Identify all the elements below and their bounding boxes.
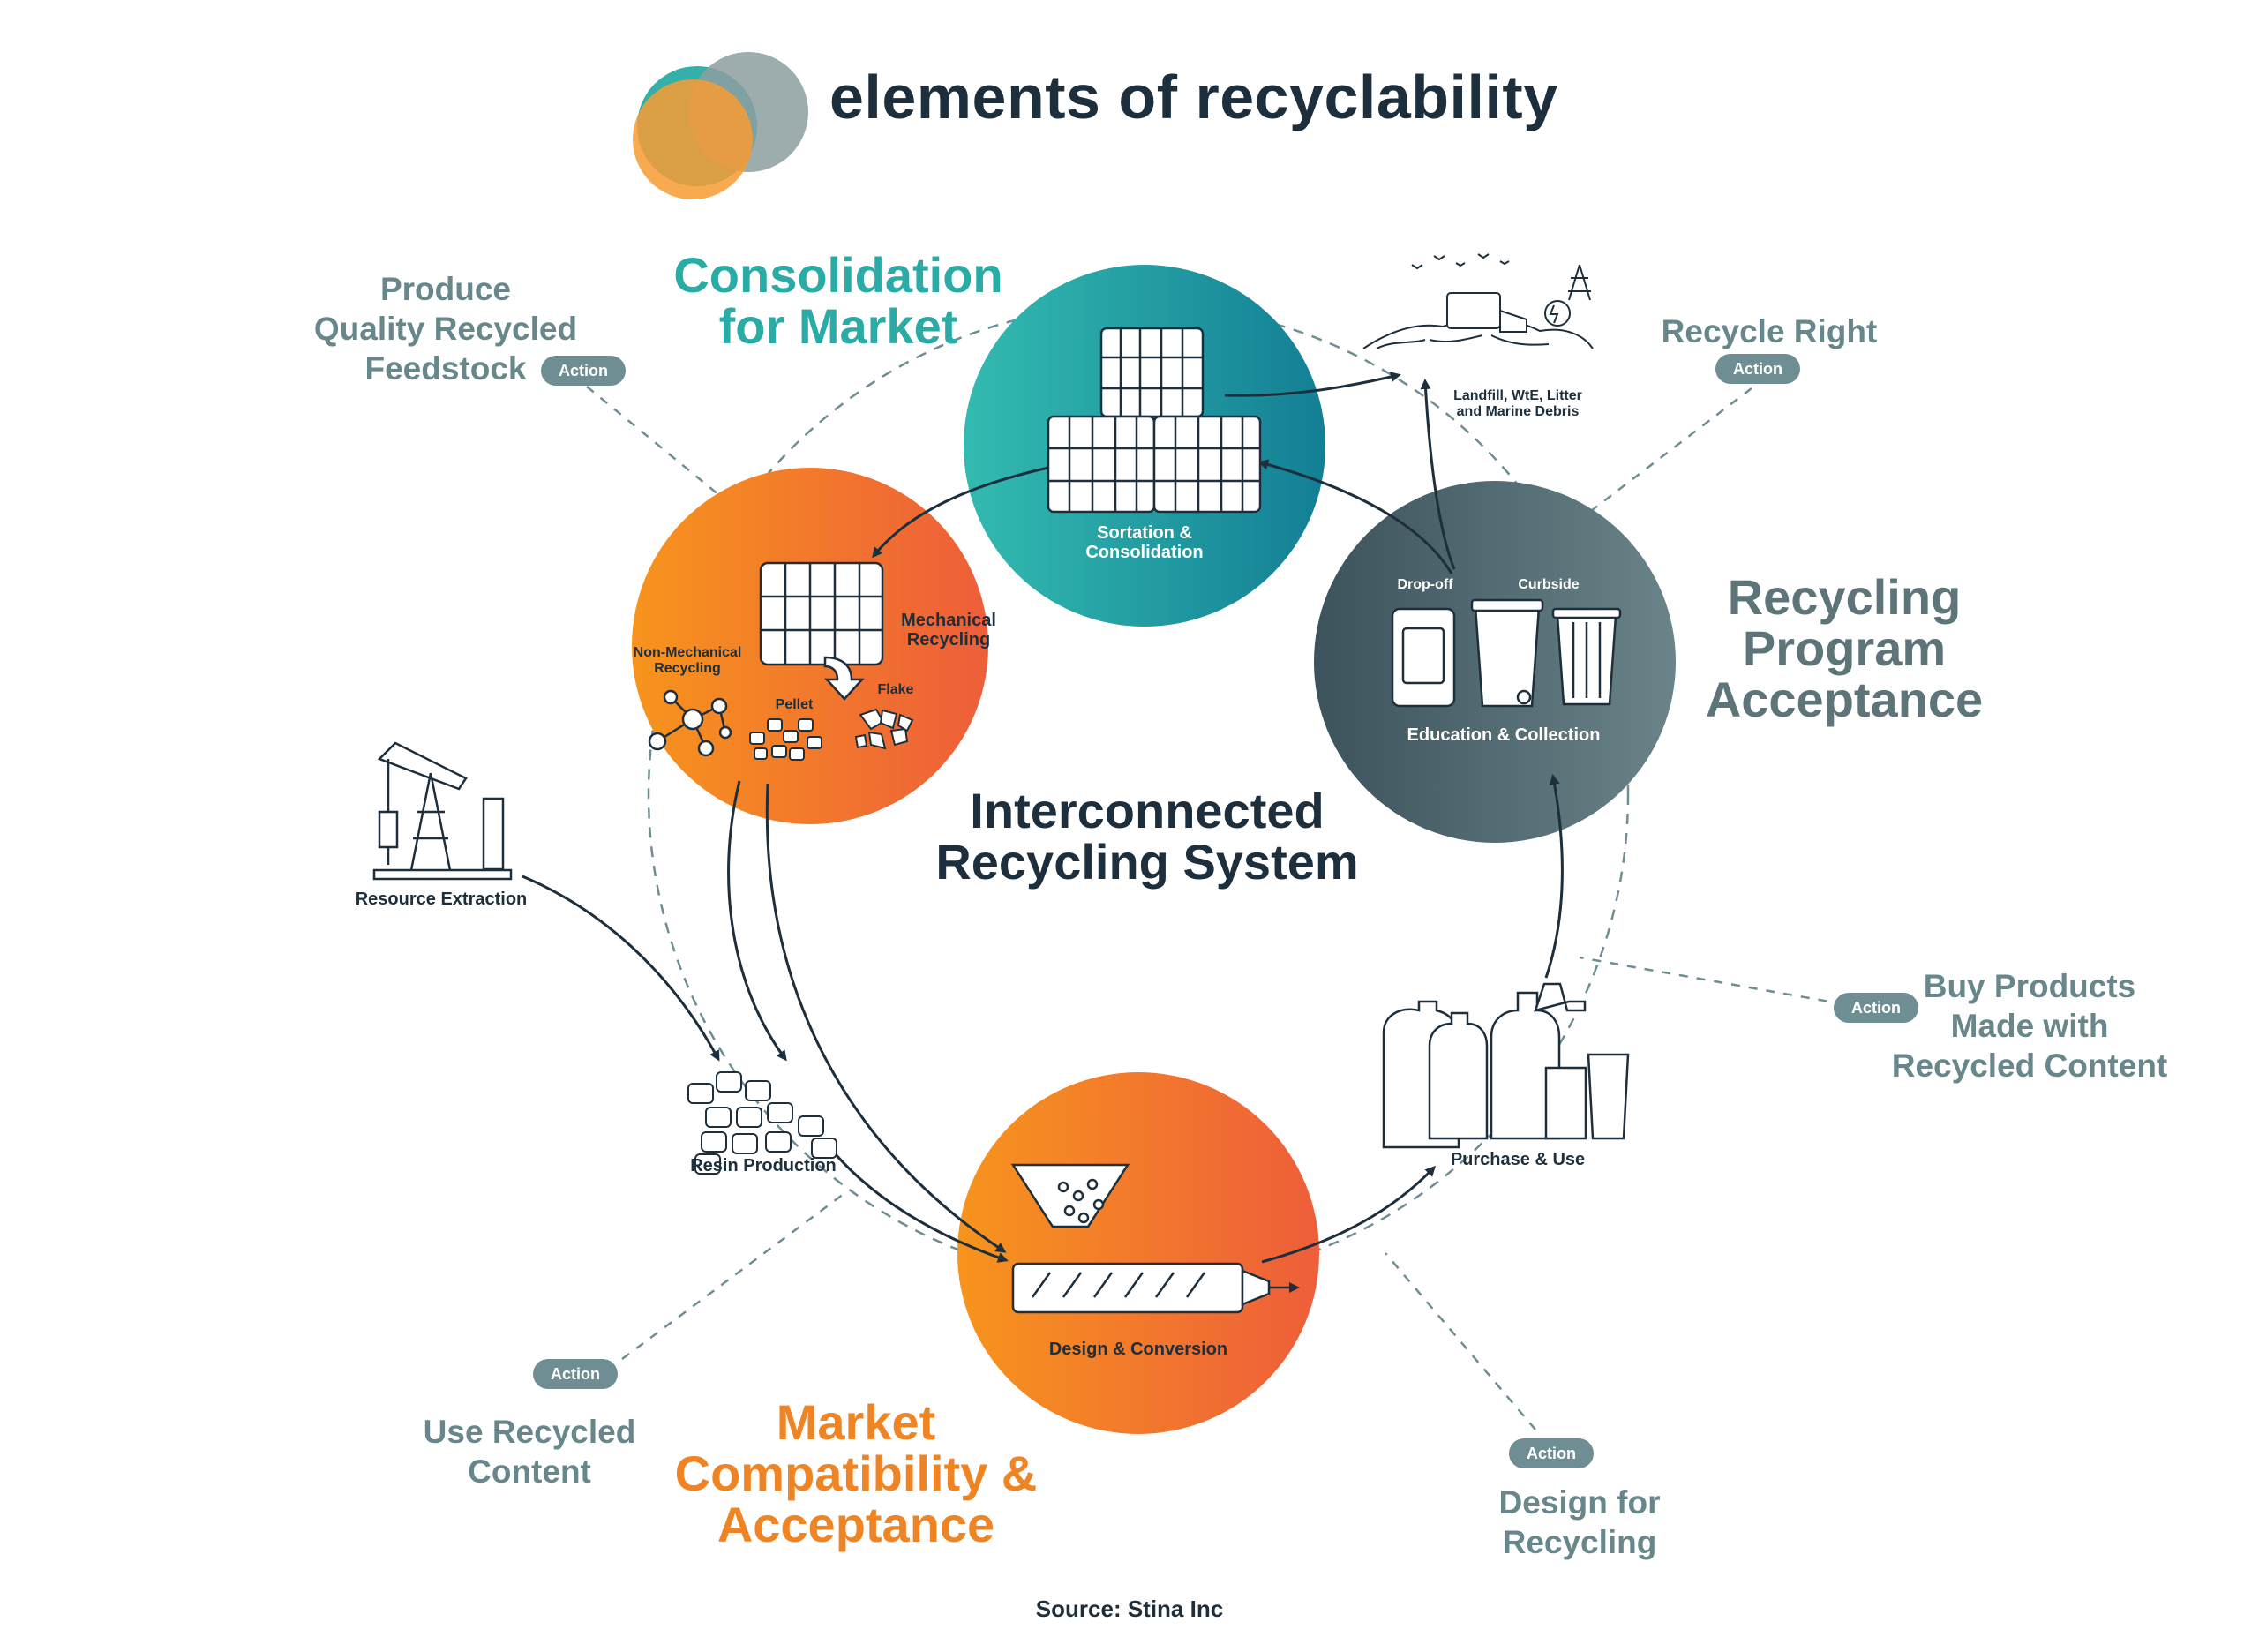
action-recycle-right-badge[interactable]: Action: [1715, 354, 1800, 384]
education-collection-label: Education & Collection: [1407, 725, 1601, 745]
logo-icon: [633, 52, 808, 199]
purchase-use-label: Purchase & Use: [1450, 1150, 1586, 1169]
action-buy-products-badge[interactable]: Action: [1834, 993, 1918, 1023]
bottles-icon: [1382, 982, 1630, 1149]
action-design-badge[interactable]: Action: [1509, 1438, 1594, 1468]
source-credit: Source: Stina Inc: [1035, 1596, 1224, 1622]
action-produce-badge[interactable]: Action: [541, 356, 626, 386]
action-recycle-right-text: Recycle Right: [1661, 313, 1878, 349]
action-use-recycled-badge[interactable]: Action: [533, 1359, 618, 1389]
design-conversion-label: Design & Conversion: [1048, 1340, 1228, 1359]
flow-arrows: [522, 372, 1564, 1264]
mechanical-bale-icon: [759, 561, 884, 701]
center-heading: Interconnected Recycling System: [935, 783, 1359, 890]
action-use-recycled-text: Use Recycled Content: [423, 1414, 636, 1490]
flake-icon: [854, 708, 914, 750]
landfill-label: Landfill, WtE, Litter and Marine Debris: [1453, 388, 1582, 419]
program-acceptance-heading: Recycling Program Acceptance: [1705, 569, 1984, 727]
conversion-circle: [957, 1072, 1319, 1434]
extruder-icon: [1010, 1163, 1300, 1314]
oil-pump-icon: [372, 741, 513, 881]
mechanical-recycling-label: Mechanical Recycling: [901, 611, 996, 650]
resin-production-label: Resin Production: [690, 1156, 837, 1175]
page-title: elements of recyclability: [829, 63, 1558, 131]
landfill-icon: [1362, 253, 1594, 349]
action-buy-products-text: Buy Products Made with Recycled Content: [1891, 968, 2168, 1084]
flake-label: Flake: [877, 682, 914, 697]
action-design-text: Design for Recycling: [1498, 1484, 1661, 1560]
curbside-label: Curbside: [1518, 577, 1580, 592]
consolidation-heading: Consolidation for Market: [673, 247, 1003, 354]
pellet-label: Pellet: [775, 697, 814, 712]
action-produce-text: Produce Quality Recycled Feedstock: [313, 271, 578, 387]
non-mechanical-label: Non-Mechanical Recycling: [633, 645, 742, 676]
resource-extraction-label: Resource Extraction: [355, 890, 528, 909]
bales-icon: [1047, 327, 1262, 514]
resin-pellets-icon: [687, 1071, 837, 1175]
dropoff-label: Drop-off: [1397, 577, 1453, 592]
system-ring: [647, 303, 1630, 1286]
molecule-icon: [648, 689, 732, 757]
recycling-bins-icon: [1391, 598, 1622, 708]
sortation-label: Sortation & Consolidation: [1085, 523, 1204, 562]
market-compatibility-heading: Market Compatibility & Acceptance: [674, 1394, 1038, 1552]
pellet-icon: [749, 718, 822, 761]
